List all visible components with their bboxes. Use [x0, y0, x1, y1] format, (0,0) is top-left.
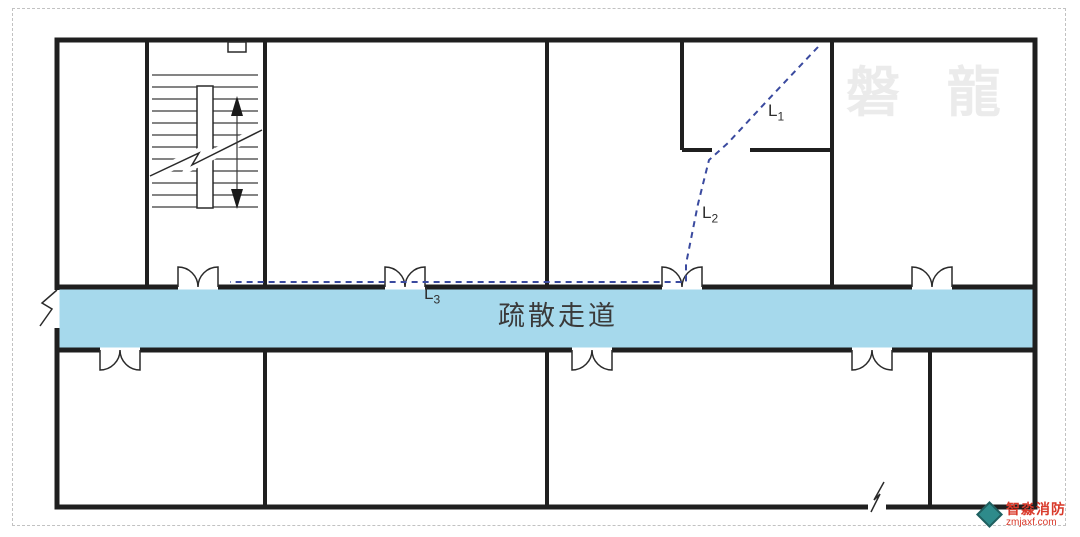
doors [99, 266, 953, 371]
path-label-l3: L3 [424, 284, 440, 306]
stair-arrow-up-icon [231, 96, 243, 116]
interior-walls-top [145, 42, 834, 289]
logo-url: zmjaxf.com [1006, 517, 1057, 528]
door-arc-bottom1 [99, 349, 141, 371]
path-label-l1-base: L [768, 101, 778, 120]
wall-pier [227, 41, 247, 53]
path-label-l2-sub: 2 [711, 211, 719, 226]
door-arc-room4 [911, 266, 953, 288]
stair-break-line [149, 129, 263, 177]
evacuation-path-line [230, 46, 819, 283]
path-label-l1-sub: 1 [777, 109, 785, 124]
path-label-l3-sub: 3 [433, 292, 441, 307]
interior-walls-bottom [263, 348, 932, 507]
logo-text: 智淼消防 zmjaxf.com [1006, 500, 1066, 528]
walls [54, 37, 1038, 510]
path-label-l2-base: L [702, 203, 712, 222]
path-label-l1: L1 [768, 101, 784, 123]
logo-icon [976, 501, 1003, 529]
path-label-l3-base: L [424, 284, 434, 303]
path-label-l2: L2 [702, 203, 718, 225]
break-marks [39, 289, 885, 513]
evacuation-corridor-band [59, 289, 1033, 348]
door-arc-room2 [384, 266, 426, 288]
brand-logo: 智淼消防 zmjaxf.com [976, 500, 1066, 529]
door-arc-bottom2 [571, 349, 613, 371]
bottom-wall-break [870, 481, 885, 513]
logo-name: 智淼消防 [1006, 500, 1066, 517]
outer-walls [54, 37, 1038, 510]
stairwell [147, 74, 265, 209]
door-arc-stair [177, 266, 219, 288]
stair-arrow-down-icon [231, 189, 243, 209]
door-arc-bottom3 [851, 349, 893, 371]
corridor-label: 疏散走道 [498, 301, 618, 331]
left-wall-break [39, 289, 58, 327]
door-arc-room3 [661, 266, 703, 288]
